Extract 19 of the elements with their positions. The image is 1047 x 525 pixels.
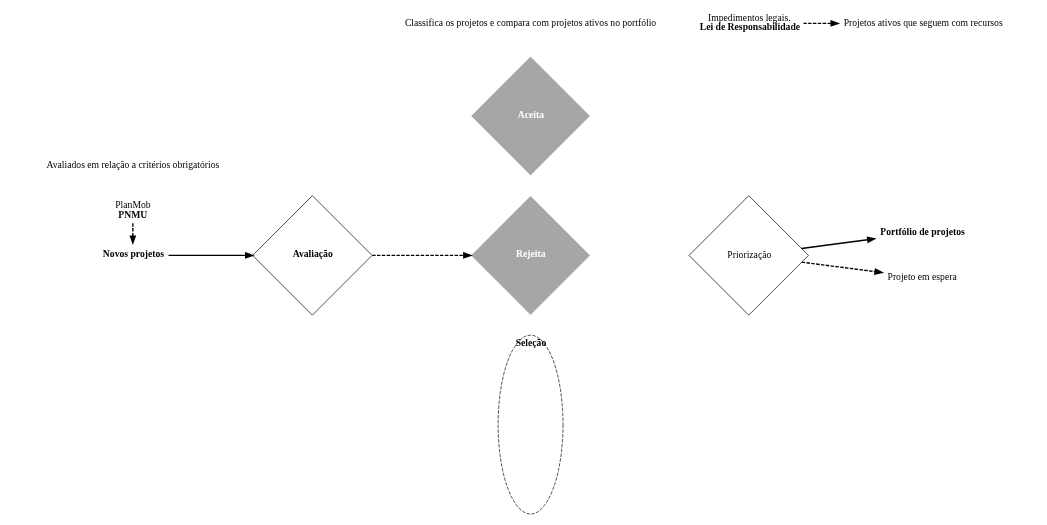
arrow: [371, 252, 473, 259]
node-diamond: Aceita: [470, 55, 591, 177]
node-text: Impedimentos legais. Lei de Responsabilidade: [699, 11, 800, 33]
label: Avaliados em relação a critérios obrigatórios: [45, 159, 219, 171]
node-text: Novos projetos: [102, 248, 164, 260]
arrow: [802, 20, 840, 27]
arrow: [800, 261, 884, 275]
node-diamond: Priorização: [688, 195, 809, 316]
node-text: Projeto em espera: [887, 271, 957, 283]
node-text: PlanMob PNMU: [114, 198, 151, 220]
label: Classifica os projetos e compara com projetos ativos no portfólio: [404, 16, 656, 28]
node-text: Portfólio de projetos: [879, 225, 965, 237]
arrow: [167, 252, 255, 259]
node-text: Projetos ativos que seguem com recursos: [843, 16, 1003, 28]
node-diamond: Rejeita: [470, 195, 591, 316]
arrow: [800, 236, 877, 250]
arrow: [128, 222, 136, 246]
node-ellipse: Seleção: [497, 334, 563, 515]
node-diamond: Avaliação: [251, 195, 372, 316]
